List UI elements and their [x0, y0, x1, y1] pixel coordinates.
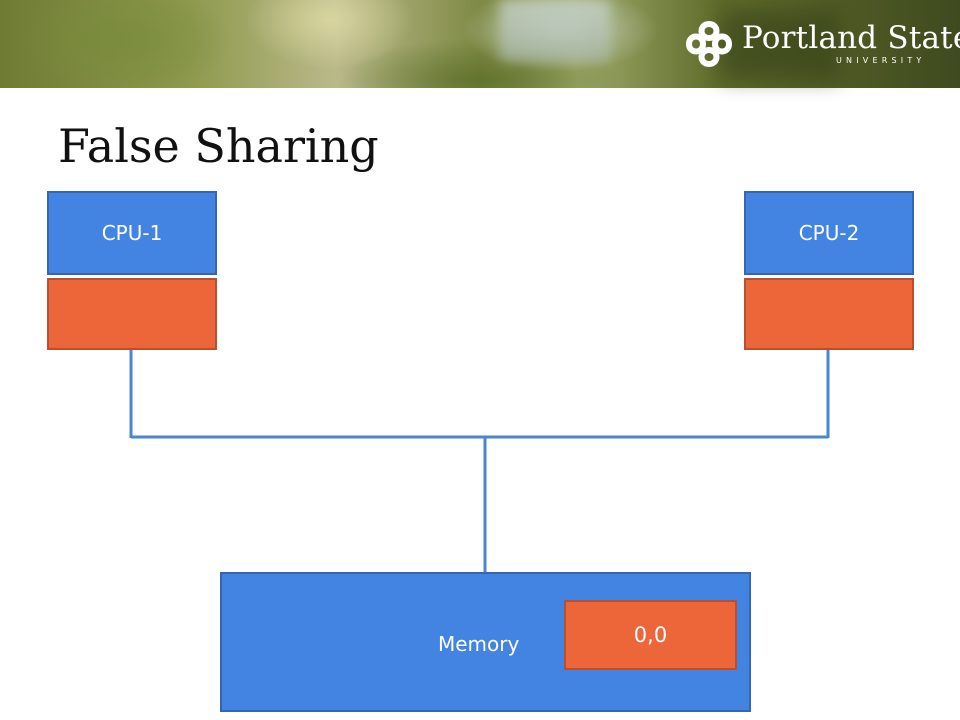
slide-title: False Sharing: [58, 119, 379, 173]
memory-label: Memory: [438, 632, 520, 656]
cpu-1-cache: [47, 278, 217, 350]
cpu-2-cache: [744, 278, 914, 350]
banner-photo-highlight: [500, 0, 610, 60]
cpu-1-label: CPU-1: [101, 221, 163, 245]
cpu-2-box: CPU-2: [744, 191, 914, 275]
banner-photo-shadow: [720, 10, 840, 80]
university-logo-icon: [685, 20, 733, 68]
university-subtitle: UNIVERSITY: [836, 56, 926, 65]
cpu-1-box: CPU-1: [47, 191, 217, 275]
memory-cell: 0,0: [564, 600, 737, 670]
header-banner: Portland State UNIVERSITY: [0, 0, 960, 88]
university-name: Portland State: [742, 20, 960, 56]
memory-cell-value: 0,0: [633, 623, 668, 647]
cpu-2-label: CPU-2: [798, 221, 860, 245]
